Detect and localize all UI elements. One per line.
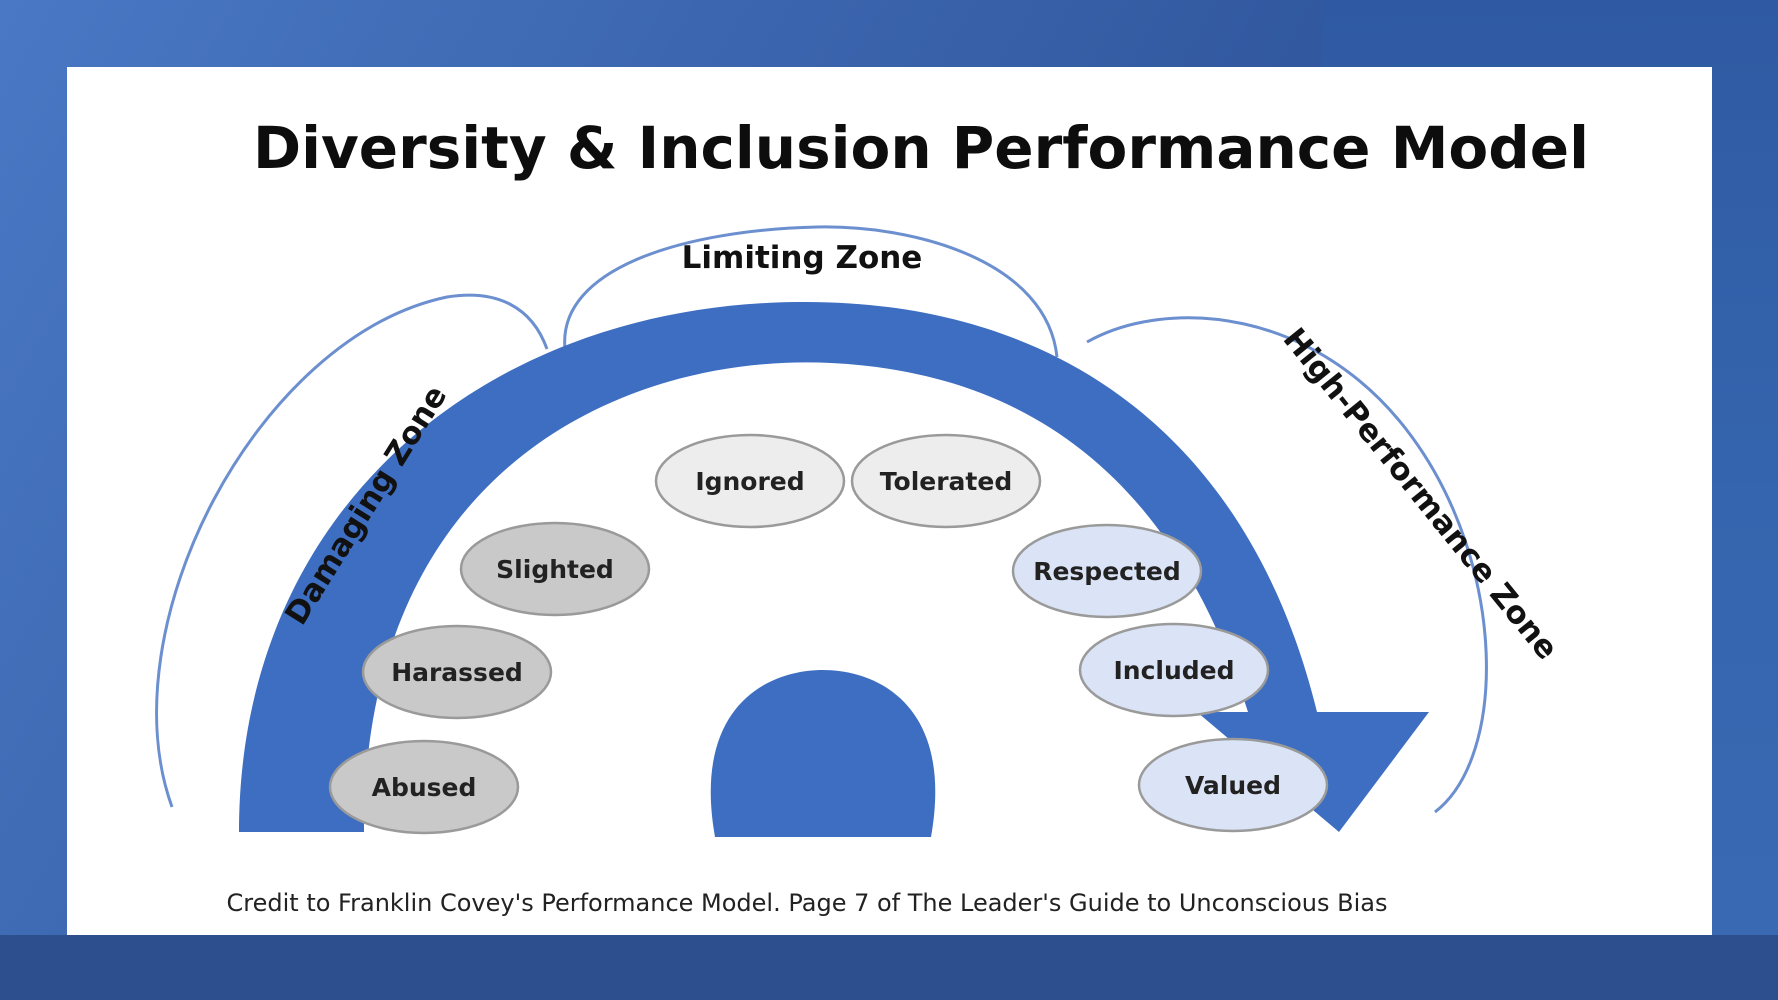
high-performance-zone-bracket <box>1086 316 1488 814</box>
state-oval-shape <box>361 624 553 720</box>
damaging-zone-bracket <box>155 293 549 808</box>
state-label-tolerated: Tolerated <box>880 467 1012 496</box>
state-oval-respected: Respected <box>1011 523 1203 619</box>
state-label-valued: Valued <box>1185 771 1281 800</box>
state-oval-shape <box>1137 737 1329 833</box>
diagram-title: Diversity & Inclusion Performance Model <box>253 114 1589 182</box>
state-label-harassed: Harassed <box>391 658 523 687</box>
limiting-zone-label: Limiting Zone <box>682 240 923 276</box>
background-panel-bottom <box>0 935 1778 1000</box>
state-oval-shape <box>654 433 846 529</box>
state-oval-shape <box>1078 622 1270 718</box>
limiting-zone-bracket <box>563 225 1059 358</box>
state-oval-valued: Valued <box>1137 737 1329 833</box>
progression-arrow <box>239 301 1429 833</box>
high-performance-zone-label: High-Performance Zone <box>1276 321 1565 666</box>
state-label-respected: Respected <box>1033 557 1181 586</box>
state-oval-ignored: Ignored <box>654 433 846 529</box>
center-dome <box>710 670 936 837</box>
state-label-slighted: Slighted <box>496 555 614 584</box>
state-oval-shape <box>328 739 520 835</box>
state-label-included: Included <box>1113 656 1234 685</box>
state-label-ignored: Ignored <box>695 467 804 496</box>
performance-model-diagram: Diversity & Inclusion Performance Model … <box>155 114 1589 917</box>
state-label-abused: Abused <box>372 773 477 802</box>
state-oval-abused: Abused <box>328 739 520 835</box>
state-oval-shape <box>1011 523 1203 619</box>
state-ovals: Abused Harassed Slighted Ignored ToleratedRe… <box>328 433 1329 835</box>
state-oval-shape <box>459 521 651 617</box>
state-oval-harassed: Harassed <box>361 624 553 720</box>
credit-line: Credit to Franklin Covey's Performance M… <box>227 889 1388 917</box>
zone-brackets <box>155 225 1488 814</box>
state-oval-included: Included <box>1078 622 1270 718</box>
state-oval-shape <box>850 433 1042 529</box>
state-oval-tolerated: Tolerated <box>850 433 1042 529</box>
state-oval-slighted: Slighted <box>459 521 651 617</box>
slide-canvas: Diversity & Inclusion Performance Model … <box>67 67 1712 935</box>
